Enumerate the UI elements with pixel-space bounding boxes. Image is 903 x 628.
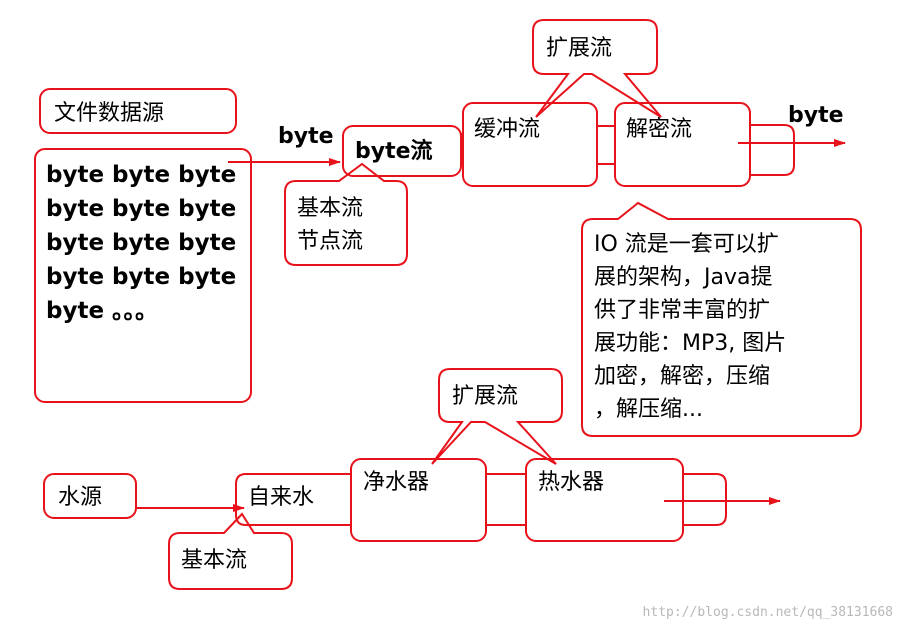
source-line-1: byte byte byte [46,162,236,188]
heater-label: 热水器 [538,470,604,495]
byte-stream-label: byte流 [355,138,433,164]
io-note-line-1: IO 流是一套可以扩 [594,232,779,257]
purifier-box [350,458,487,542]
io-note-line-4: 展功能：MP3, 图片 [594,331,786,356]
io-note-line-2: 展的架构，Java提 [594,265,772,290]
io-note-line-6: ，解压缩... [594,397,703,422]
source-line-4: byte byte byte [46,264,236,290]
byte-stream-box [342,125,462,177]
watermark: http://blog.csdn.net/qq_38131668 [643,605,893,620]
io-note-line-3: 供了非常丰富的扩 [594,298,770,323]
base-callout-line-2: 节点流 [297,229,363,254]
source-line-2: byte byte byte [46,196,236,222]
base-stream-callout-shape [284,162,408,266]
ext-callout-bottom-label: 扩展流 [452,384,518,409]
ext-stream-callout-bottom-shape [431,368,563,465]
tap-water-box [235,473,351,526]
byte-in-label: byte [278,124,334,149]
source-line-5: byte 。。。 [46,298,158,324]
purifier-label: 净水器 [363,470,429,495]
source-line-3: byte byte byte [46,230,236,256]
water-source-label: 水源 [58,485,102,510]
byte-out-label: byte [788,103,844,128]
file-source-label: 文件数据源 [54,101,164,126]
decrypt-stream-box [614,102,751,187]
output-pipe-bottom [683,473,727,526]
io-note-callout-shape [581,201,862,437]
output-pipe-top [750,124,795,176]
file-source-title-box [39,88,237,134]
io-note-line-5: 加密，解密，压缩 [594,364,770,389]
ext-stream-callout-top-shape [532,19,662,118]
water-source-box [43,473,137,519]
buffer-stream-label: 缓冲流 [474,117,540,142]
buffer-stream-box [462,102,598,187]
tap-water-label: 自来水 [248,485,314,510]
ext-callout-top-label: 扩展流 [546,36,612,61]
base-callout-bottom-label: 基本流 [181,548,247,573]
base-stream-callout-bottom-shape [168,512,293,590]
base-callout-line-1: 基本流 [297,196,363,221]
decrypt-stream-label: 解密流 [626,117,692,142]
file-source-content-box [34,148,252,403]
